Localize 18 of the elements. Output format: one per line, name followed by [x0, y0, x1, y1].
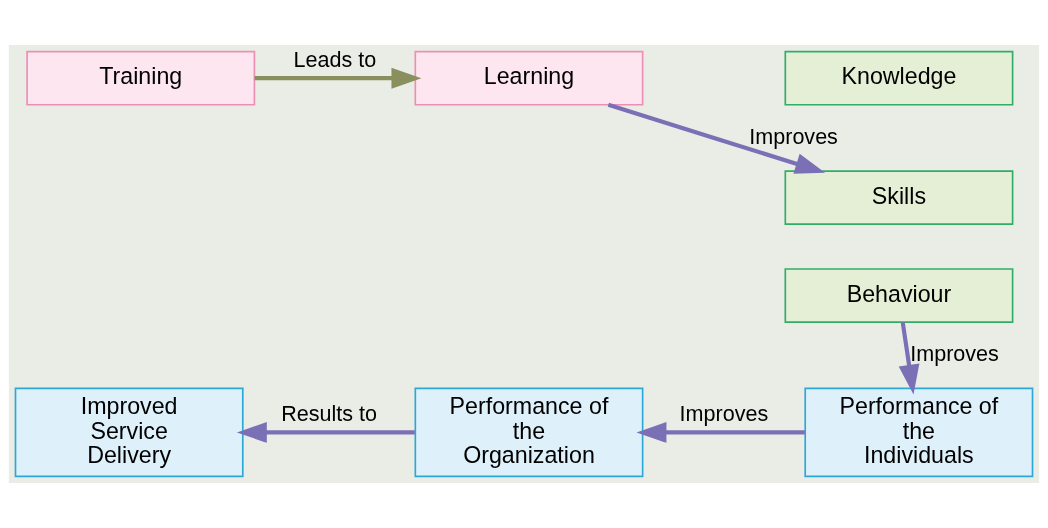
edge-label: Improves: [749, 123, 838, 149]
node-box: Performance of the Organization: [414, 387, 644, 478]
arrow: [898, 322, 920, 395]
arrow: [636, 421, 805, 443]
node-box: Improved Service Delivery: [14, 387, 244, 478]
edge-label: Improves: [679, 401, 769, 427]
node-box: Learning: [414, 50, 644, 106]
arrow: [607, 102, 826, 174]
edge-label: Leads to: [293, 47, 377, 73]
arrow: [236, 421, 415, 443]
edge-label: Results to: [281, 401, 377, 427]
node-box: Knowledge: [784, 50, 1014, 106]
node-box: Performance of the Individuals: [804, 387, 1034, 478]
arrow: [254, 67, 422, 89]
node-box: Skills: [784, 170, 1014, 225]
edge-label: Improves: [910, 340, 999, 366]
node-box: Behaviour: [784, 268, 1014, 323]
node-box: Training: [26, 50, 256, 106]
